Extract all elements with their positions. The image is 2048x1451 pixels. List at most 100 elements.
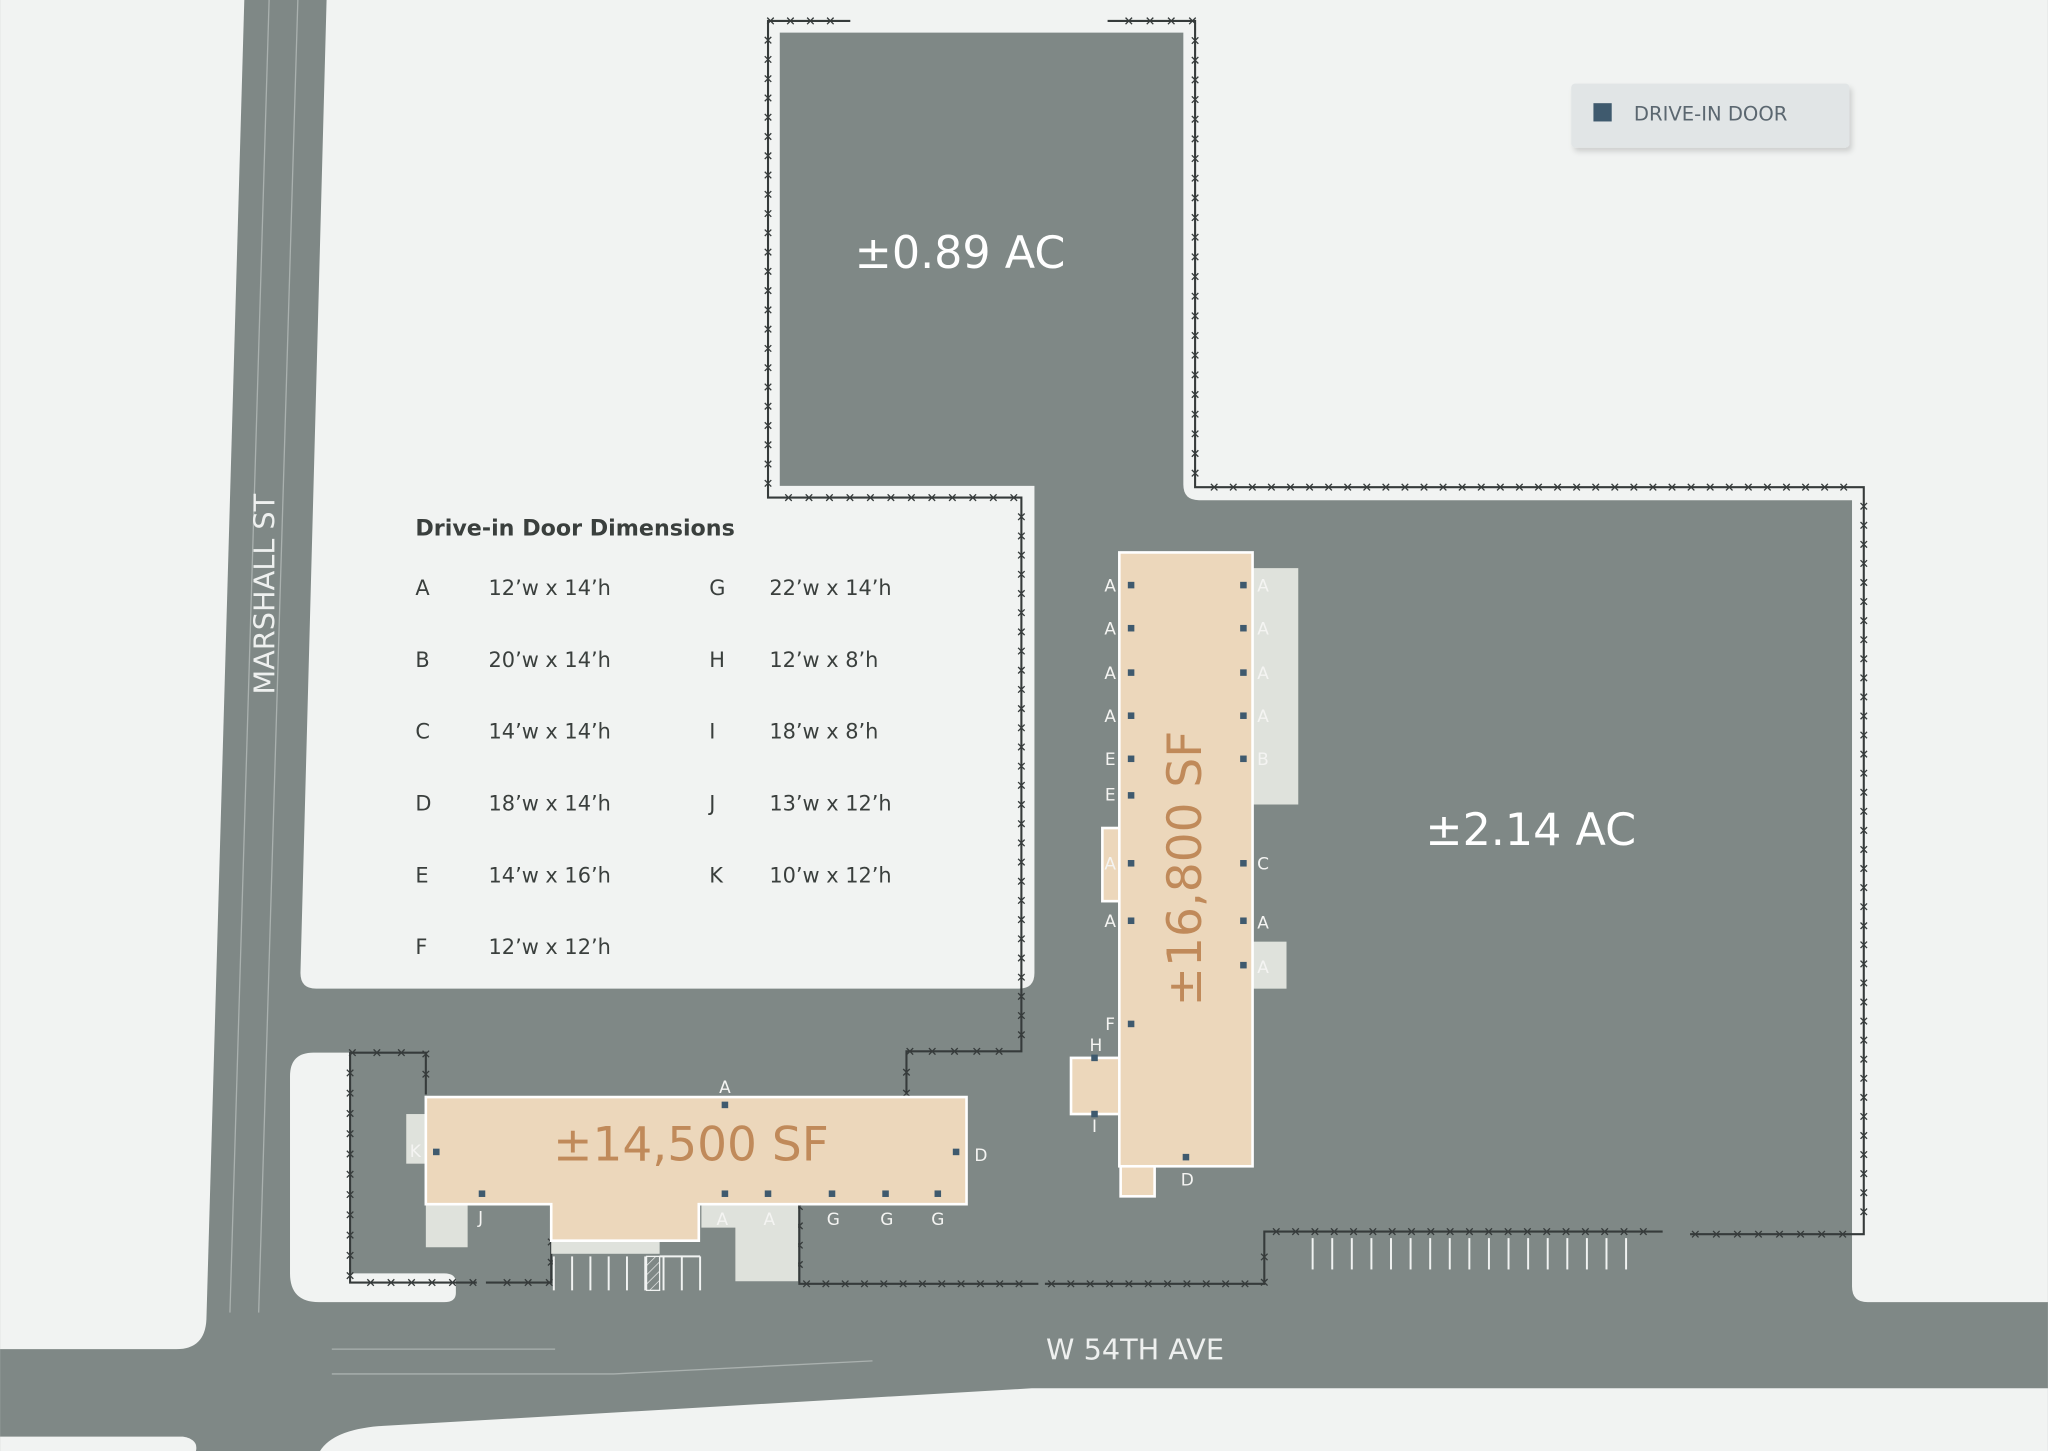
fence-mark [802, 1280, 811, 1288]
fence-mark [1343, 483, 1352, 491]
fence-mark [1733, 1230, 1742, 1238]
fence-mark [1191, 272, 1199, 281]
fence-mark [1286, 483, 1295, 491]
door-letter: H [709, 648, 725, 672]
fence-mark [1860, 597, 1868, 606]
fence-mark [1191, 371, 1199, 379]
door-marker [433, 1148, 440, 1156]
fence-mark [1067, 1280, 1075, 1288]
fence-mark [1504, 1227, 1512, 1236]
door-label: A [1104, 855, 1116, 875]
building-east [1118, 551, 1254, 1168]
fence-mark [1649, 483, 1657, 491]
fence-mark [1191, 56, 1199, 64]
fence-mark [1860, 826, 1868, 835]
fence-mark [784, 493, 793, 502]
fence-mark [1860, 902, 1868, 911]
fence-mark [1047, 1280, 1056, 1288]
fence-mark [1477, 483, 1485, 491]
fence-mark [1017, 685, 1026, 694]
fence-mark [1017, 666, 1026, 674]
fence-mark [346, 1130, 354, 1138]
fence-mark [397, 1048, 406, 1057]
fence-mark [1017, 992, 1026, 1001]
door-label: A [1104, 912, 1116, 932]
fence-mark [1860, 731, 1868, 739]
door-size: 18’w x 8’h [769, 720, 878, 744]
fence-mark [764, 383, 772, 391]
fence-mark [1725, 483, 1733, 491]
fence-mark [1191, 194, 1199, 202]
fence-mark [764, 171, 772, 179]
door-marker [1127, 917, 1135, 925]
fence-mark [524, 1278, 532, 1287]
fence-mark [902, 1089, 911, 1097]
fence-mark [346, 1109, 354, 1118]
door-label: A [1104, 664, 1116, 684]
doors-east-left: A A A A E E A A F [1104, 576, 1135, 1035]
fence-mark [764, 113, 772, 121]
doors-west: A K D J A A G G G [410, 1078, 988, 1230]
fence-mark [1485, 1227, 1493, 1236]
fence-mark [346, 1231, 354, 1239]
fence-mark [1458, 483, 1466, 491]
fence-mark [1620, 1227, 1628, 1236]
fence-mark [1542, 1227, 1551, 1236]
fence-mark [1183, 1280, 1191, 1288]
fence-mark [1591, 483, 1600, 491]
door-marker [764, 1190, 772, 1197]
fence-mark [1796, 1230, 1805, 1238]
fence-mark [1562, 1227, 1570, 1236]
fence-mark [1763, 483, 1772, 491]
door-marker [1127, 624, 1135, 632]
fence-mark [1017, 800, 1026, 809]
fence-mark [1017, 551, 1026, 559]
door-marker [1240, 917, 1247, 925]
fence-mark [918, 1280, 927, 1288]
sidewalk [551, 1240, 660, 1254]
fence-mark [1439, 483, 1447, 491]
fence-mark [1465, 1227, 1474, 1236]
fence-mark [1017, 973, 1026, 981]
building-east-addition [1119, 1161, 1156, 1198]
fence-mark [907, 493, 916, 502]
fence-mark [1017, 935, 1026, 943]
parcel-north-acreage: ±0.89 AC [855, 228, 1066, 279]
door-letter: J [707, 792, 715, 816]
table-title: Drive-in Door Dimensions [415, 515, 734, 541]
fence-mark [1860, 998, 1868, 1006]
door-label: A [1104, 707, 1116, 727]
fence-mark [822, 1280, 830, 1288]
fence-mark [976, 1280, 985, 1288]
fence-mark [1202, 1280, 1210, 1288]
door-label: A [1257, 664, 1269, 684]
door-size: 10’w x 12’h [769, 863, 891, 887]
fence-mark [764, 460, 772, 468]
fence-mark [1553, 483, 1562, 491]
doors-east-right: A A A A B C A A [1240, 576, 1269, 978]
fence-mark [1427, 1227, 1435, 1236]
fence-mark [1191, 76, 1199, 84]
fence-mark [373, 1048, 381, 1057]
door-label: H [1089, 1036, 1102, 1056]
fence-mark [1782, 483, 1791, 491]
fence-mark [764, 152, 772, 160]
door-label: A [1257, 958, 1269, 978]
fence-mark [1017, 743, 1026, 751]
fence-mark [1860, 521, 1868, 530]
door-letter: B [415, 648, 429, 672]
road-markings [229, 0, 873, 1375]
fence-mark [1191, 312, 1199, 320]
fence-mark [1860, 1074, 1868, 1083]
fence-mark [346, 1251, 354, 1260]
door-label: G [827, 1210, 840, 1230]
fence-mark [1017, 896, 1026, 905]
fence-mark [1191, 253, 1199, 261]
fence-mark [1017, 628, 1026, 636]
door-marker [828, 1190, 836, 1197]
